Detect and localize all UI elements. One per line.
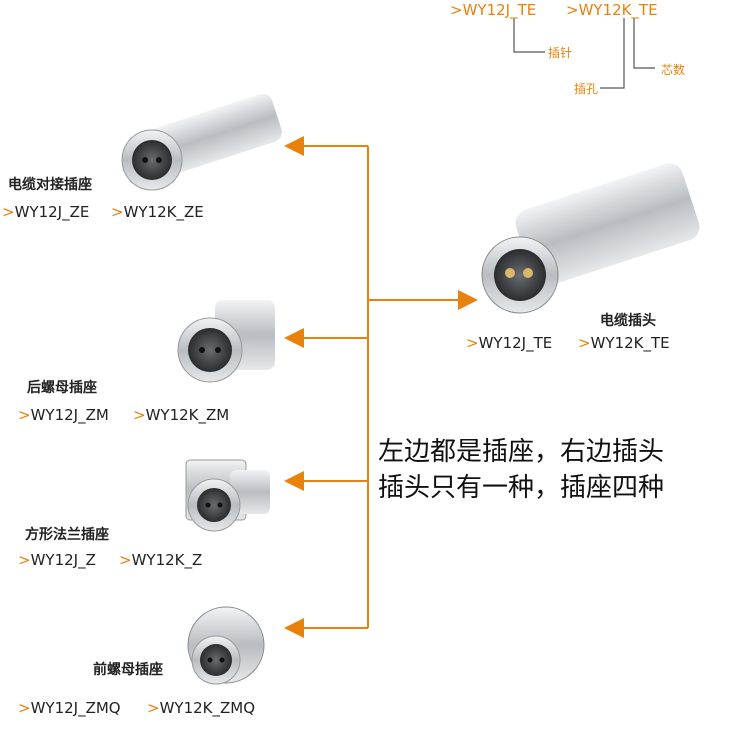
note-line-1: 左边都是插座，右边插头 bbox=[378, 437, 665, 467]
cable-socket-image bbox=[121, 93, 282, 191]
cable-plug-label: 电缆插头 bbox=[600, 313, 656, 329]
legend-part-k-text: >WY12K_TE bbox=[566, 1, 658, 19]
pin-leader bbox=[513, 18, 545, 53]
note-line-2: 插头只有一种，插座四种 bbox=[378, 473, 665, 503]
front-nut-socket-code-j: >WY12J_ZMQ bbox=[18, 699, 121, 717]
cable-socket-code-j: >WY12J_ZE bbox=[2, 203, 90, 221]
socket-leader bbox=[600, 18, 625, 89]
front-nut-socket-image bbox=[187, 606, 265, 685]
front-nut-socket-code-k: >WY12K_ZMQ bbox=[147, 699, 256, 717]
legend-part-j-text: >WY12J_TE bbox=[450, 1, 537, 19]
rear-nut-socket-label: 后螺母插座 bbox=[27, 380, 97, 396]
square-flange-socket-image bbox=[185, 459, 270, 532]
cable-socket-code-k: >WY12K_ZE bbox=[111, 203, 204, 221]
cable-socket-label: 电缆对接插座 bbox=[8, 177, 92, 193]
cable-plug-code-k: >WY12K_TE bbox=[578, 334, 670, 352]
rear-nut-socket-code-j: >WY12J_ZM bbox=[18, 406, 109, 424]
square-flange-socket-code-k: >WY12K_Z bbox=[119, 551, 203, 569]
legend-part-k: >WY12K_TE bbox=[566, 1, 658, 19]
socket-label: 插孔 bbox=[574, 82, 599, 96]
front-nut-socket-label: 前螺母插座 bbox=[93, 662, 163, 678]
cores-label: 芯数 bbox=[661, 63, 686, 77]
square-flange-socket-label: 方形法兰插座 bbox=[25, 527, 109, 543]
cable-plug-image bbox=[481, 163, 700, 314]
cable-plug-code-j: >WY12J_TE bbox=[466, 334, 553, 352]
square-flange-socket-code-j: >WY12J_Z bbox=[18, 551, 96, 569]
rear-nut-socket-image bbox=[177, 300, 275, 383]
rear-nut-socket-code-k: >WY12K_ZM bbox=[133, 406, 230, 424]
cores-leader bbox=[633, 18, 655, 69]
legend-part-j: >WY12J_TE bbox=[450, 1, 536, 19]
pin-label: 插针 bbox=[548, 46, 573, 60]
